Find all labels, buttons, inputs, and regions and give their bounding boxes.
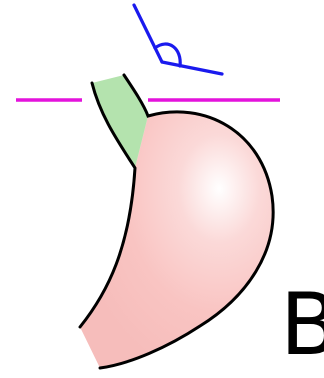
angle-ray-upper — [134, 5, 162, 62]
angle-of-his-icon — [134, 5, 222, 74]
angle-ray-lower — [162, 62, 222, 74]
stomach-body — [80, 112, 273, 368]
panel-label: B — [280, 282, 324, 368]
